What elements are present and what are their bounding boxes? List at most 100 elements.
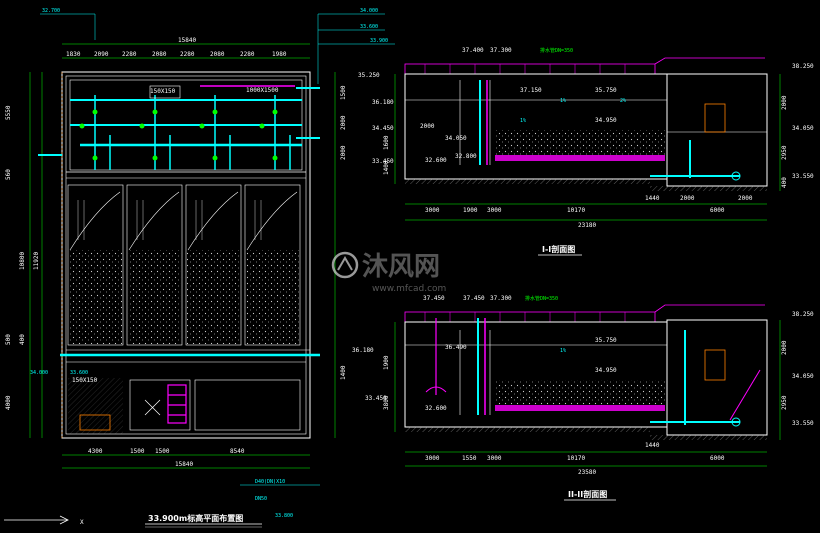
note-text: 33.900	[370, 38, 388, 44]
dim-label: 400	[19, 334, 26, 345]
plan-right-dims: 1500 2000 2000 1400	[340, 85, 347, 380]
elevation-mark: 33.450	[372, 158, 394, 165]
section-1-bottom-dims: 3000 1900 3000 10170 1440 2000 2000 6000…	[425, 195, 753, 229]
section-1-elevations: 37.400 37.300 37.150 36.180 34.450 34.05…	[358, 47, 814, 180]
elevation-mark: 36.490	[445, 344, 467, 351]
plan-title: 33.900m标高平面布置图	[148, 513, 243, 523]
plan-label: 33.600	[70, 370, 88, 376]
elevation-mark: 35.750	[595, 337, 617, 344]
elevation-mark: 32.600	[425, 405, 447, 412]
plan-top-dims: 1830 2090 2280 2080 2280 2080 2280 1980	[66, 51, 287, 58]
elevation-mark: 34.950	[595, 367, 617, 374]
dim-label: 2280	[122, 51, 137, 58]
dim-label: 10170	[567, 207, 585, 214]
dim-label: 3800	[383, 395, 390, 410]
ucs-axis-label: X	[80, 519, 84, 526]
dim-label: 2950	[781, 395, 788, 410]
elevation-mark: 37.450	[463, 295, 485, 302]
plan-bottom-dims: 4300 1500 1500 8540	[88, 448, 245, 455]
dim-label: 2000	[781, 95, 788, 110]
dim-label: 500	[5, 334, 12, 345]
section-label: 1%	[560, 98, 566, 104]
dim-label: 2000	[340, 145, 347, 160]
plan-top-note: 32.700	[42, 8, 60, 14]
section-label: 排水管DN=350	[540, 47, 573, 54]
elevation-mark: 34.050	[445, 135, 467, 142]
dim-label: 8540	[230, 448, 245, 455]
elevation-mark: 33.450	[365, 395, 387, 402]
dim-label: 2000	[420, 123, 435, 130]
dim-label: 1500	[340, 85, 347, 100]
elevation-mark: 34.950	[595, 117, 617, 124]
note-text: DN50	[255, 496, 267, 502]
dim-label: 4300	[88, 448, 103, 455]
elevation-mark: 34.050	[792, 373, 814, 380]
dim-label: 1500	[130, 448, 145, 455]
dim-label: 1400	[340, 365, 347, 380]
dim-label: 1980	[272, 51, 287, 58]
dim-label: 23180	[578, 222, 596, 229]
dim-label: 4000	[5, 395, 12, 410]
elevation-mark: 36.180	[372, 99, 394, 106]
dim-label: 11920	[33, 252, 40, 270]
dim-label: 1550	[462, 455, 477, 462]
dim-label: 2000	[680, 195, 695, 202]
dim-label: 5550	[5, 105, 12, 120]
section-label: 2%	[620, 98, 626, 104]
dim-label: 10170	[567, 455, 585, 462]
dim-label: 1830	[66, 51, 81, 58]
plan-view: 32.700 15840 1830 2090 2280 2080 2280 20…	[5, 8, 395, 528]
dim-label: 2280	[240, 51, 255, 58]
note-text: 33.600	[360, 24, 378, 30]
dim-label: 1440	[645, 442, 660, 449]
elevation-mark: 37.300	[490, 47, 512, 54]
dim-label: 3000	[425, 207, 440, 214]
dim-label: 6000	[710, 455, 725, 462]
dim-label: 10800	[19, 252, 26, 270]
section-1-title: I-I剖面图	[542, 244, 575, 254]
dim-label: 1900	[463, 207, 478, 214]
watermark-url: www.mfcad.com	[372, 284, 446, 294]
dim-label: 400	[781, 177, 788, 188]
section-2-2: 37.450 37.450 37.300 36.180 34.950 33.45…	[352, 295, 814, 501]
elevation-mark: 34.450	[372, 125, 394, 132]
dim-label: 1500	[155, 448, 170, 455]
dim-label: 3000	[487, 207, 502, 214]
note-text: 34.000	[360, 8, 378, 14]
watermark-logo-icon	[331, 251, 359, 279]
section-label: 1%	[520, 118, 526, 124]
plan-label: 150X150	[150, 88, 176, 95]
section-label: 1%	[560, 348, 566, 354]
section-2-title: II-II剖面图	[568, 489, 607, 499]
dim-label: 2080	[152, 51, 167, 58]
elevation-mark: 33.550	[792, 420, 814, 427]
dim-label: 3000	[425, 455, 440, 462]
dim-label: 2000	[738, 195, 753, 202]
section-2-elevations: 37.450 37.450 37.300 36.180 34.950 33.45…	[352, 295, 814, 427]
dim-label: 1600	[383, 135, 390, 150]
elevation-mark: 37.450	[423, 295, 445, 302]
elevation-mark: 38.250	[792, 63, 814, 70]
dim-label: 1440	[645, 195, 660, 202]
dim-label: 2280	[180, 51, 195, 58]
watermark-brand: 沐风网	[362, 252, 440, 282]
plan-left-dims: 5550 560 10800 11920 500 400 4000	[5, 105, 40, 410]
section-2-bottom-dims: 3000 1550 3000 10170 1440 6000 23580	[425, 442, 725, 476]
elevation-mark: 35.250	[358, 72, 380, 79]
elevation-mark: 32.800	[455, 153, 477, 160]
elevation-mark: 38.250	[792, 311, 814, 318]
plan-overall-width-bottom: 15840	[175, 461, 193, 468]
section-label: 排水管DN=350	[525, 295, 558, 302]
dim-label: 6000	[710, 207, 725, 214]
note-text: 33.800	[275, 513, 293, 519]
dim-label: 3000	[487, 455, 502, 462]
plan-label: 34.000	[30, 370, 48, 376]
watermark: 沐风网 www.mfcad.com	[331, 251, 446, 294]
dim-label: 2090	[94, 51, 109, 58]
section-1-1: 37.400 37.300 37.150 36.180 34.450 34.05…	[358, 47, 814, 256]
elevation-mark: 37.150	[520, 87, 542, 94]
dim-label: 23580	[578, 469, 596, 476]
dim-label: 2950	[781, 145, 788, 160]
ucs-axis-icon: X	[4, 515, 84, 526]
